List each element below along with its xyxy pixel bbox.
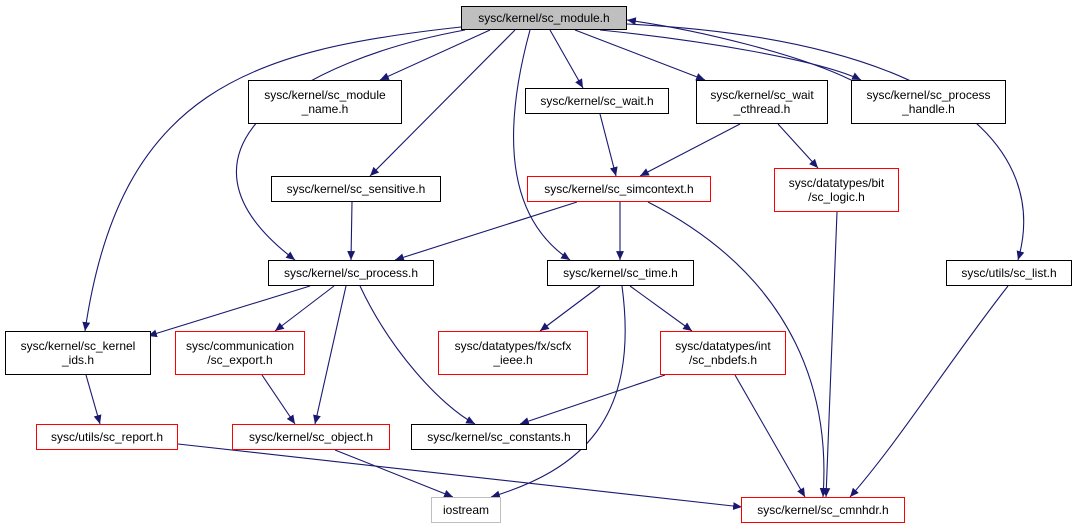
edge-object-to-iostream (334, 449, 454, 498)
node-simcontext[interactable]: sysc/kernel/sc_simcontext.h (527, 176, 711, 202)
edge-module-to-time (513, 29, 571, 261)
edge-list-to-cmnhdr (849, 285, 1009, 498)
node-logic[interactable]: sysc/datatypes/bit /sc_logic.h (774, 168, 899, 212)
node-nbdefs[interactable]: sysc/datatypes/int /sc_nbdefs.h (660, 331, 786, 375)
edge-time-to-iostream (490, 285, 626, 499)
node-process[interactable]: sysc/kernel/sc_process.h (268, 260, 434, 286)
edge-nbdefs-to-constants (519, 374, 666, 425)
edge-module-to-sensitive (369, 29, 516, 177)
edge-process-to-object (313, 285, 347, 425)
edge-time-to-scfx (539, 285, 601, 332)
node-wait[interactable]: sysc/kernel/sc_wait.h (525, 88, 669, 114)
edge-module-to-wait (549, 29, 584, 89)
node-wait-cthread[interactable]: sysc/kernel/sc_wait _cthread.h (696, 80, 828, 124)
edge-wait_cthread-to-simcontext (639, 123, 741, 177)
node-module-name[interactable]: sysc/kernel/sc_module _name.h (248, 80, 402, 124)
edge-proc_handle-to-module (626, 17, 852, 81)
edge-simcontext-to-cmnhdr (647, 201, 828, 498)
edge-logic-to-cmnhdr (822, 211, 838, 498)
edge-sensitive-to-process (347, 201, 356, 261)
edge-report-to-cmnhdr (177, 443, 743, 510)
edge-time-to-nbdefs (629, 285, 693, 332)
node-constants[interactable]: sysc/kernel/sc_constants.h (411, 424, 587, 450)
edge-module-to-kernel_ids (82, 26, 462, 332)
edge-wait-to-simcontext (599, 113, 618, 177)
edge-module-to-wait_cthread (574, 29, 706, 81)
node-sensitive[interactable]: sysc/kernel/sc_sensitive.h (271, 176, 441, 202)
edge-kernel_ids-to-report (85, 374, 102, 425)
node-proc-handle[interactable]: sysc/kernel/sc_process _handle.h (851, 80, 1006, 124)
node-object[interactable]: sysc/kernel/sc_object.h (232, 424, 390, 450)
node-cmnhdr[interactable]: sysc/kernel/sc_cmnhdr.h (741, 497, 905, 523)
edge-process-to-constants (359, 285, 476, 425)
edge-wait_cthread-to-logic (777, 123, 819, 169)
edge-simcontext-to-process (394, 201, 578, 262)
edge-module-to-module_name (379, 29, 491, 81)
node-module[interactable]: sysc/kernel/sc_module.h (461, 6, 627, 30)
node-list[interactable]: sysc/utils/sc_list.h (946, 260, 1072, 286)
edge-process-to-kernel_ids (147, 285, 311, 338)
node-report[interactable]: sysc/utils/sc_report.h (36, 424, 178, 450)
node-kernel-ids[interactable]: sysc/kernel/sc_kernel _ids.h (5, 331, 151, 375)
node-scfx[interactable]: sysc/datatypes/fx/scfx _ieee.h (438, 331, 588, 375)
edge-module-to-proc_handle (599, 29, 862, 81)
node-export[interactable]: sysc/communication /sc_export.h (175, 331, 305, 375)
node-iostream[interactable]: iostream (431, 497, 501, 523)
node-time[interactable]: sysc/kernel/sc_time.h (547, 260, 694, 286)
edge-export-to-object (261, 374, 296, 425)
edge-nbdefs-to-cmnhdr (734, 374, 806, 498)
edge-process-to-export (274, 285, 335, 332)
